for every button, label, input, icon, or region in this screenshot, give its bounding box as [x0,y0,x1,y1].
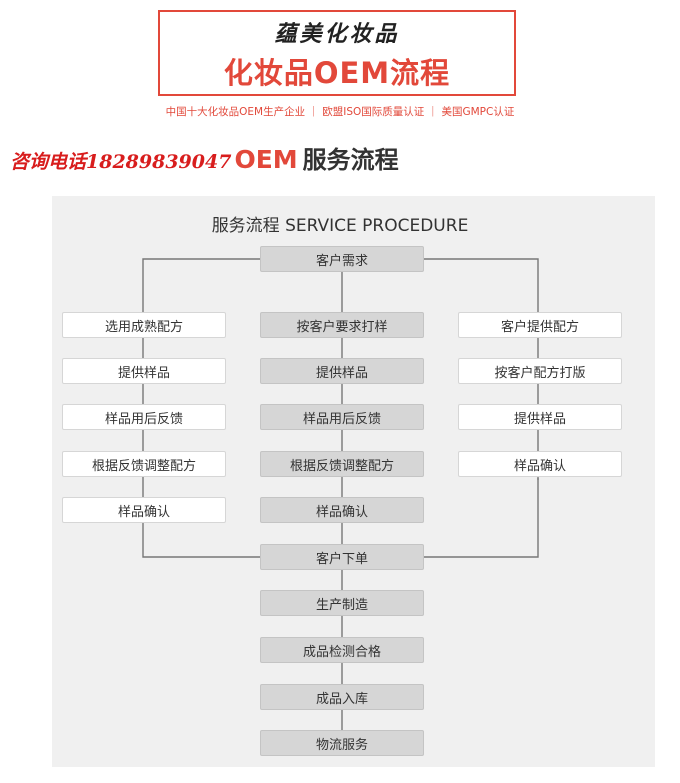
company-name: 蕴美化妆品 [274,21,400,47]
oem-label: OEM [234,145,298,174]
node-left-5: 样品确认 [62,497,226,523]
node-center-4: 根据反馈调整配方 [260,451,424,477]
node-left-2: 提供样品 [62,358,226,384]
diagram-title: 服务流程 SERVICE PROCEDURE [211,216,469,236]
node-production: 生产制造 [260,590,424,616]
node-customer-demand: 客户需求 [260,246,424,272]
certifications-line: 中国十大化妆品OEM生产企业 ｜ 欧盟ISO国际质量认证 ｜ 美国GMPC认证 [165,106,515,118]
node-right-2: 按客户配方打版 [458,358,622,384]
node-center-5: 样品确认 [260,497,424,523]
node-logistics: 物流服务 [260,730,424,756]
title-banner: 蕴美化妆品 化妆品OEM流程 [158,10,516,96]
service-flow-label: 服务流程 [302,146,399,174]
node-center-1: 按客户要求打样 [260,312,424,338]
node-right-4: 样品确认 [458,451,622,477]
node-left-3: 样品用后反馈 [62,404,226,430]
phone-number[interactable]: 咨询电话18289839047 [10,151,232,173]
node-center-2: 提供样品 [260,358,424,384]
node-customer-order: 客户下单 [260,544,424,570]
banner-title: 化妆品OEM流程 [223,56,451,90]
node-quality-inspection: 成品检测合格 [260,637,424,663]
node-left-1: 选用成熟配方 [62,312,226,338]
node-warehousing: 成品入库 [260,684,424,710]
node-right-1: 客户提供配方 [458,312,622,338]
flow-panel [52,196,655,767]
node-center-3: 样品用后反馈 [260,404,424,430]
node-right-3: 提供样品 [458,404,622,430]
node-left-4: 根据反馈调整配方 [62,451,226,477]
